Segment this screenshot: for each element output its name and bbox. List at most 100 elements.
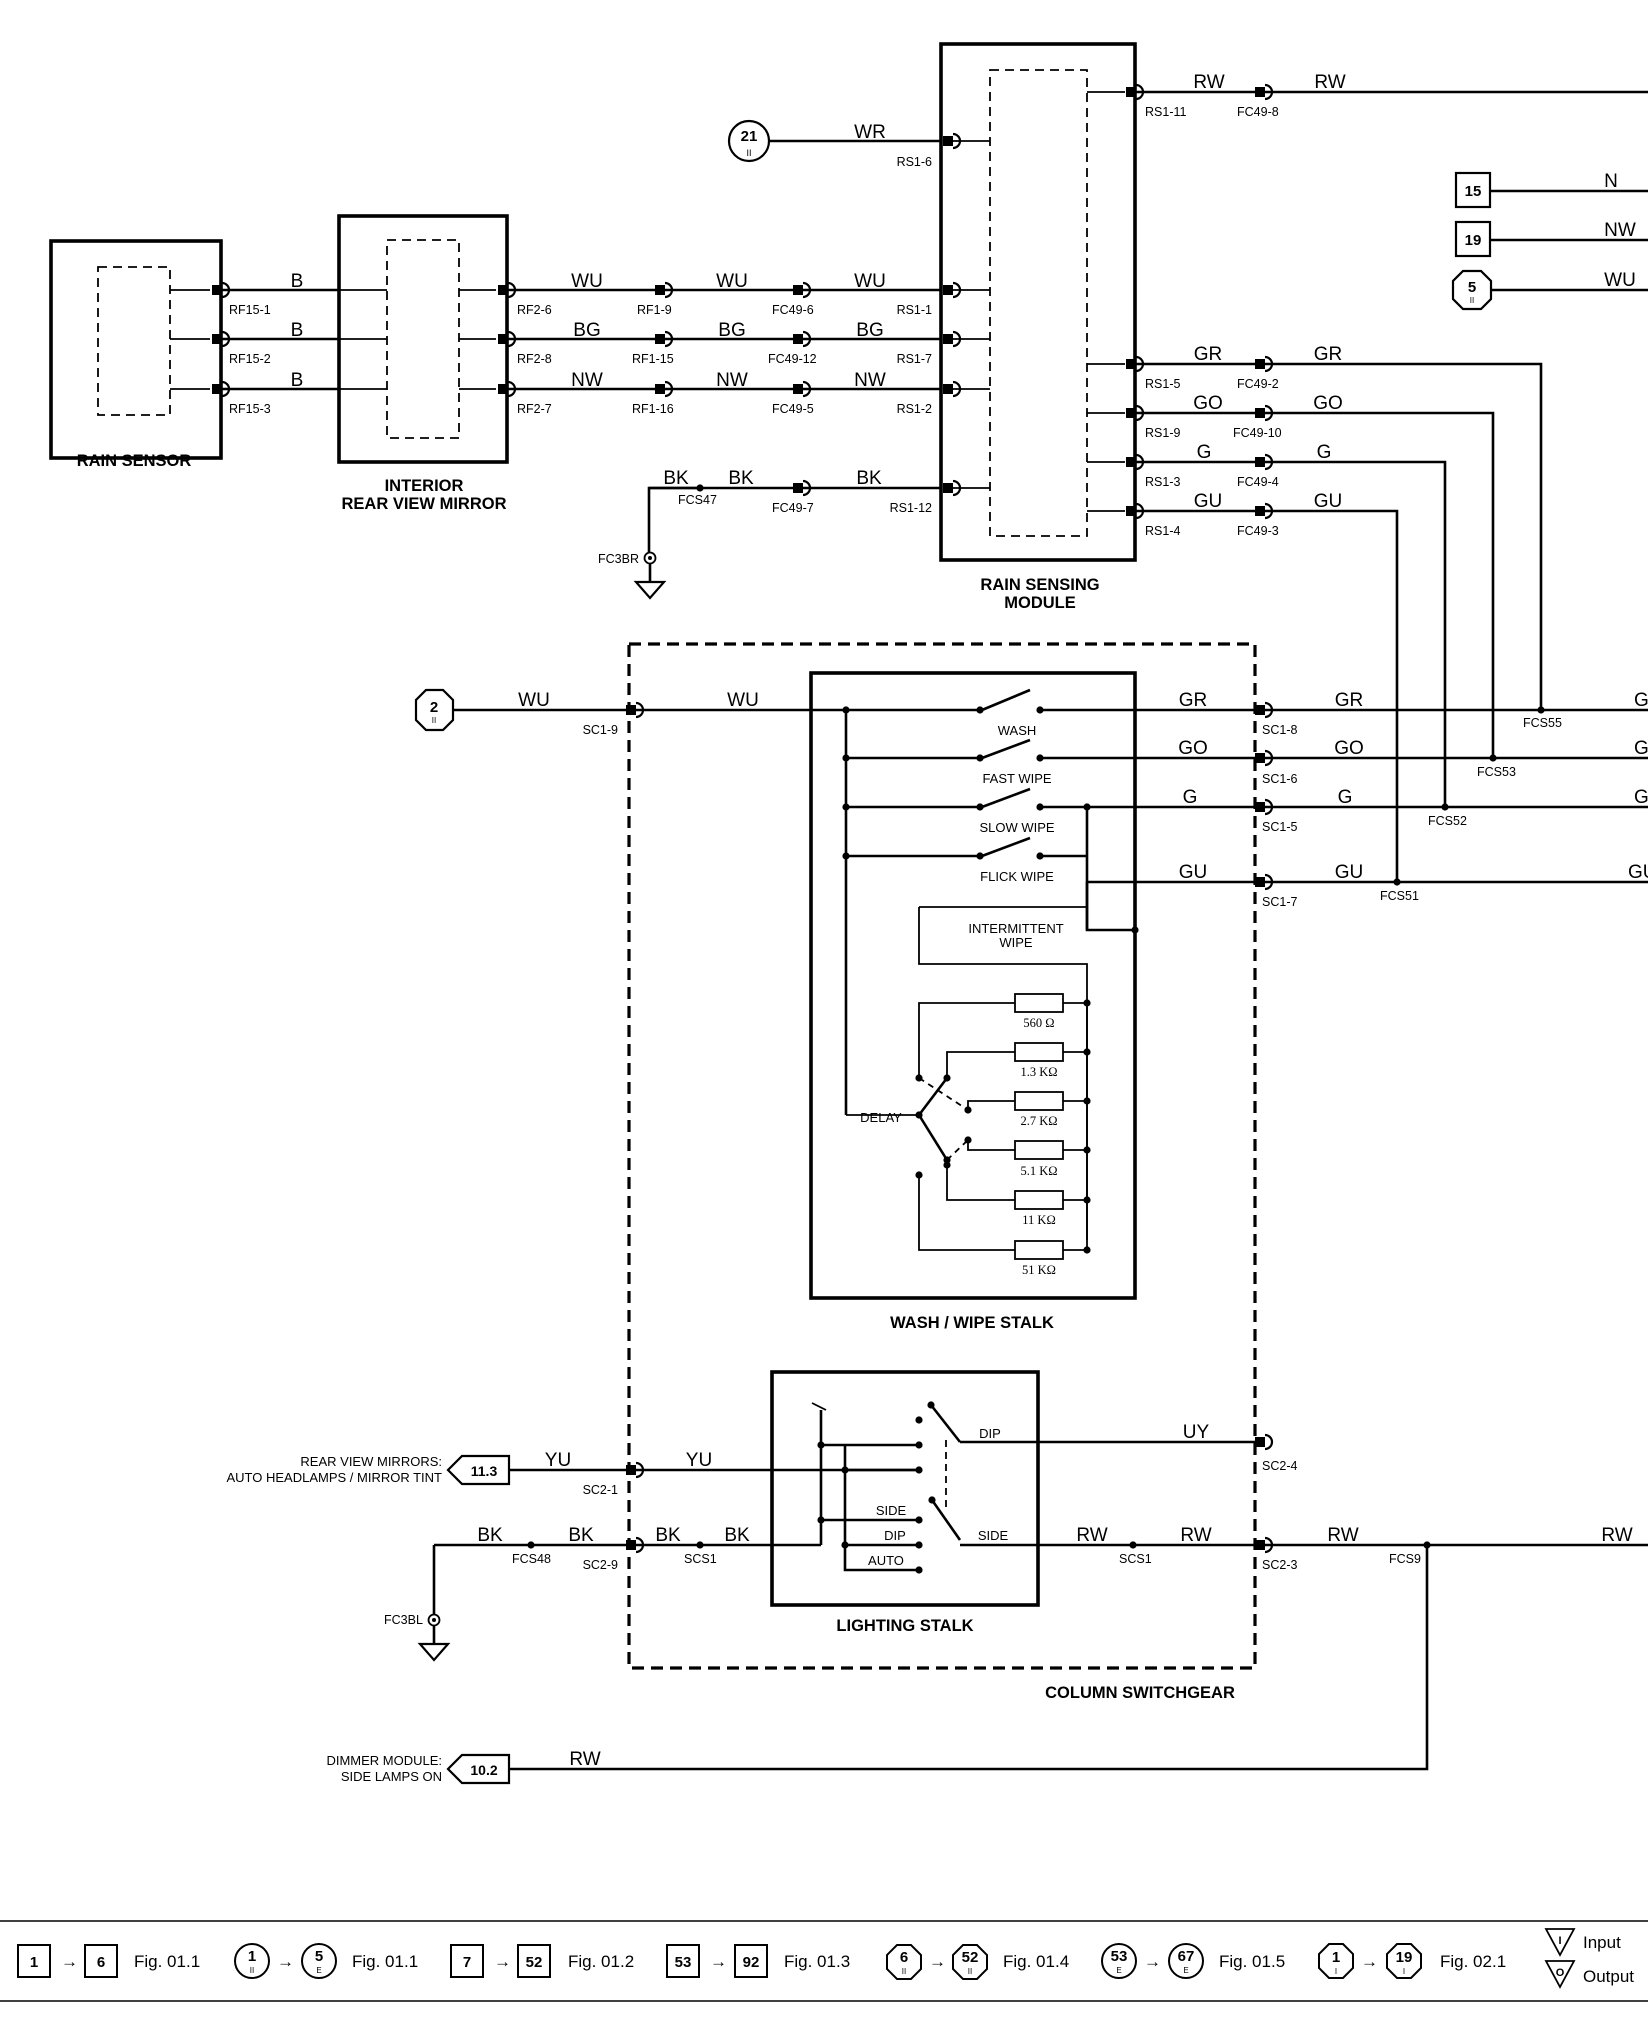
svg-text:10.2: 10.2 [470,1762,497,1778]
svg-text:E: E [1116,1966,1121,1975]
svg-text:SC2-9: SC2-9 [583,1558,618,1572]
svg-text:FCS48: FCS48 [512,1552,551,1566]
lighting-stalk: LIGHTING STALK DIP SIDE SIDE DIP AUTO [770,1370,1255,1635]
mirror-label-line1: INTERIOR [385,477,464,495]
svg-text:B: B [291,320,304,341]
svg-text:WU: WU [854,271,886,292]
svg-text:19: 19 [1396,1949,1413,1966]
svg-text:NW: NW [1604,220,1636,241]
rain-sensing-module: RAIN SENSING MODULE [939,42,1137,612]
svg-text:2: 2 [430,699,438,716]
ref-2-octagon: 2 II [414,688,455,732]
wash-switch: WASH [998,723,1037,738]
svg-text:RS1-9: RS1-9 [1145,426,1180,440]
svg-text:NW: NW [854,370,886,391]
svg-text:52: 52 [526,1954,543,1971]
svg-text:19: 19 [1465,232,1482,249]
svg-text:RS1-7: RS1-7 [897,352,932,366]
svg-text:RF15-3: RF15-3 [229,402,271,416]
svg-text:G: G [1317,442,1332,463]
svg-text:SIDE LAMPS ON: SIDE LAMPS ON [341,1769,442,1784]
svg-text:WU: WU [571,271,603,292]
svg-text:YU: YU [545,1450,571,1471]
svg-text:N: N [1604,171,1618,192]
svg-text:2.7 KΩ: 2.7 KΩ [1020,1114,1057,1128]
lighting-stalk-label: LIGHTING STALK [836,1617,973,1635]
svg-text:Fig. 01.2: Fig. 01.2 [568,1952,634,1971]
ref-5-octagon: 5 II [1451,269,1493,311]
svg-text:AUTO HEADLAMPS / MIRROR TINT: AUTO HEADLAMPS / MIRROR TINT [227,1470,443,1485]
svg-text:Fig. 01.1: Fig. 01.1 [134,1952,200,1971]
svg-text:GC: GC [1634,738,1648,759]
figure-legend: 1 → 6 Fig. 01.1 1 II → 5 E Fig. 01.1 7 →… [0,1920,1648,2002]
svg-text:RW: RW [1314,72,1345,93]
svg-text:SC2-3: SC2-3 [1262,1558,1297,1572]
svg-text:21: 21 [741,128,758,145]
svg-text:51 KΩ: 51 KΩ [1022,1263,1056,1277]
svg-text:GU: GU [1179,862,1208,883]
svg-text:I: I [1558,1935,1561,1947]
svg-text:SC1-8: SC1-8 [1262,723,1297,737]
svg-text:FC49-7: FC49-7 [772,501,814,515]
column-switchgear-label: COLUMN SWITCHGEAR [1045,1684,1235,1702]
svg-text:BK: BK [724,1525,750,1546]
svg-text:1.3 KΩ: 1.3 KΩ [1020,1065,1057,1079]
svg-text:RS1-5: RS1-5 [1145,377,1180,391]
svg-text:Input: Input [1583,1933,1621,1952]
svg-text:RF15-2: RF15-2 [229,352,271,366]
svg-text:BK: BK [856,468,882,489]
module-label-line1: RAIN SENSING [980,576,1099,594]
switchgear-connector-labels: SC1-9 SC1-8 SC1-6 SC1-5 SC1-7 FCS55 FCS5… [384,716,1562,1627]
svg-text:FCS52: FCS52 [1428,814,1467,828]
svg-text:→: → [1361,1952,1378,1971]
svg-text:FC49-12: FC49-12 [768,352,817,366]
svg-text:GU: GU [1194,491,1223,512]
svg-text:560 Ω: 560 Ω [1023,1016,1054,1030]
svg-text:RS1-3: RS1-3 [1145,475,1180,489]
output-tag-10-2: 10.2 DIMMER MODULE: SIDE LAMPS ON [326,1753,511,1785]
svg-text:G: G [1197,442,1212,463]
svg-text:B: B [291,271,304,292]
legend-input-output: I Input O Output [1544,1928,1634,1989]
svg-text:5: 5 [1468,279,1476,296]
svg-text:BK: BK [663,468,689,489]
svg-text:E: E [1183,1966,1188,1975]
svg-text:1: 1 [248,1948,256,1965]
svg-text:WU: WU [518,690,550,711]
svg-text:RW: RW [569,1749,600,1770]
legend-item-2: 1 II → 5 E Fig. 01.1 [234,1943,418,1979]
svg-text:BK: BK [728,468,754,489]
svg-text:RF2-7: RF2-7 [517,402,552,416]
svg-text:FCS47: FCS47 [678,493,717,507]
svg-text:RS1-11: RS1-11 [1145,105,1187,119]
svg-text:FCS9: FCS9 [1389,1552,1421,1566]
svg-text:FC49-6: FC49-6 [772,303,814,317]
svg-text:7: 7 [463,1954,471,1971]
svg-text:→: → [929,1952,946,1971]
svg-text:→: → [61,1952,78,1971]
svg-text:RS1-12: RS1-12 [890,501,932,515]
ground-fc3bl [417,1613,451,1662]
svg-text:Fig. 01.1: Fig. 01.1 [352,1952,418,1971]
svg-text:Fig. 01.3: Fig. 01.3 [784,1952,850,1971]
svg-text:RF1-15: RF1-15 [632,352,674,366]
svg-text:RS1-4: RS1-4 [1145,524,1180,538]
legend-item-7: 1 I → 19 I Fig. 02.1 [1318,1943,1506,1979]
svg-text:II: II [968,1967,972,1976]
svg-text:GR: GR [1179,690,1208,711]
svg-text:AUTO: AUTO [868,1553,904,1568]
svg-text:GO: GO [1178,738,1208,759]
output-tag-11-3: 11.3 REAR VIEW MIRRORS: AUTO HEADLAMPS /… [227,1454,511,1486]
svg-text:G: G [1183,787,1198,808]
svg-text:FC49-10: FC49-10 [1233,426,1282,440]
svg-text:GU: GU [1335,862,1364,883]
svg-text:II: II [250,1966,254,1975]
svg-text:GR: GR [1314,344,1343,365]
svg-text:5.1 KΩ: 5.1 KΩ [1020,1164,1057,1178]
svg-text:SC2-1: SC2-1 [583,1483,618,1497]
svg-text:RF2-6: RF2-6 [517,303,552,317]
svg-text:53: 53 [1111,1948,1128,1965]
svg-text:→: → [494,1952,511,1971]
rain-sensor: RAIN SENSOR [49,239,223,470]
